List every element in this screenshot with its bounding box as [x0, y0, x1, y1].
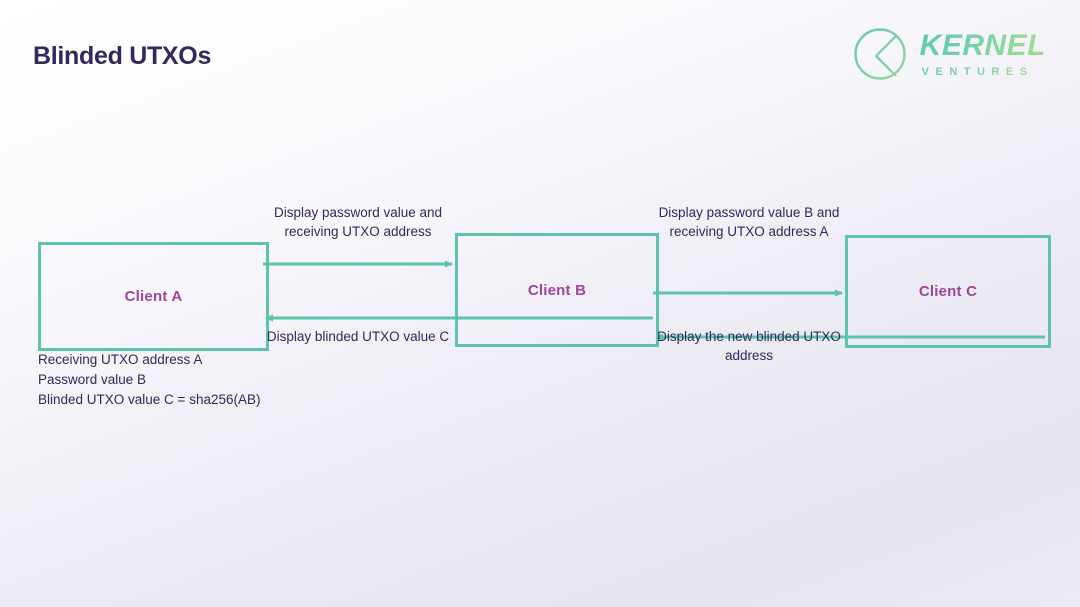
client-a-note-line: Receiving UTXO address A — [38, 352, 203, 367]
node-client-a[interactable]: Client A — [38, 242, 269, 351]
node-client-b[interactable]: Client B — [455, 233, 659, 347]
edge-label-a-to-b: Display password value and receiving UTX… — [273, 205, 443, 239]
client-a-note-line: Password value B — [38, 372, 147, 387]
brand-name: KERNEL — [919, 28, 1046, 62]
client-a-notes: Receiving UTXO address A Password value … — [38, 350, 261, 410]
edge-label-b-to-c: Display password value B and receiving U… — [658, 205, 840, 239]
edge-label-b-to-a: Display blinded UTXO value C — [266, 329, 450, 344]
node-client-c[interactable]: Client C — [845, 235, 1051, 348]
node-client-c-label: Client C — [918, 283, 978, 300]
kernel-circle-k-icon — [853, 28, 906, 80]
brand-wordmark: KERNEL VENTURES — [919, 28, 1046, 78]
brand-subtitle: VENTURES — [921, 65, 1034, 78]
page-title: Blinded UTXOs — [33, 42, 212, 70]
brand-logo: KERNEL VENTURES — [852, 28, 1046, 80]
edge-label-c-to-b: Display the new blinded UTXO address — [657, 329, 841, 363]
client-a-note-line: Blinded UTXO value C = sha256(AB) — [38, 392, 261, 407]
node-client-a-label: Client A — [124, 288, 183, 305]
node-client-b-label: Client B — [527, 281, 587, 299]
